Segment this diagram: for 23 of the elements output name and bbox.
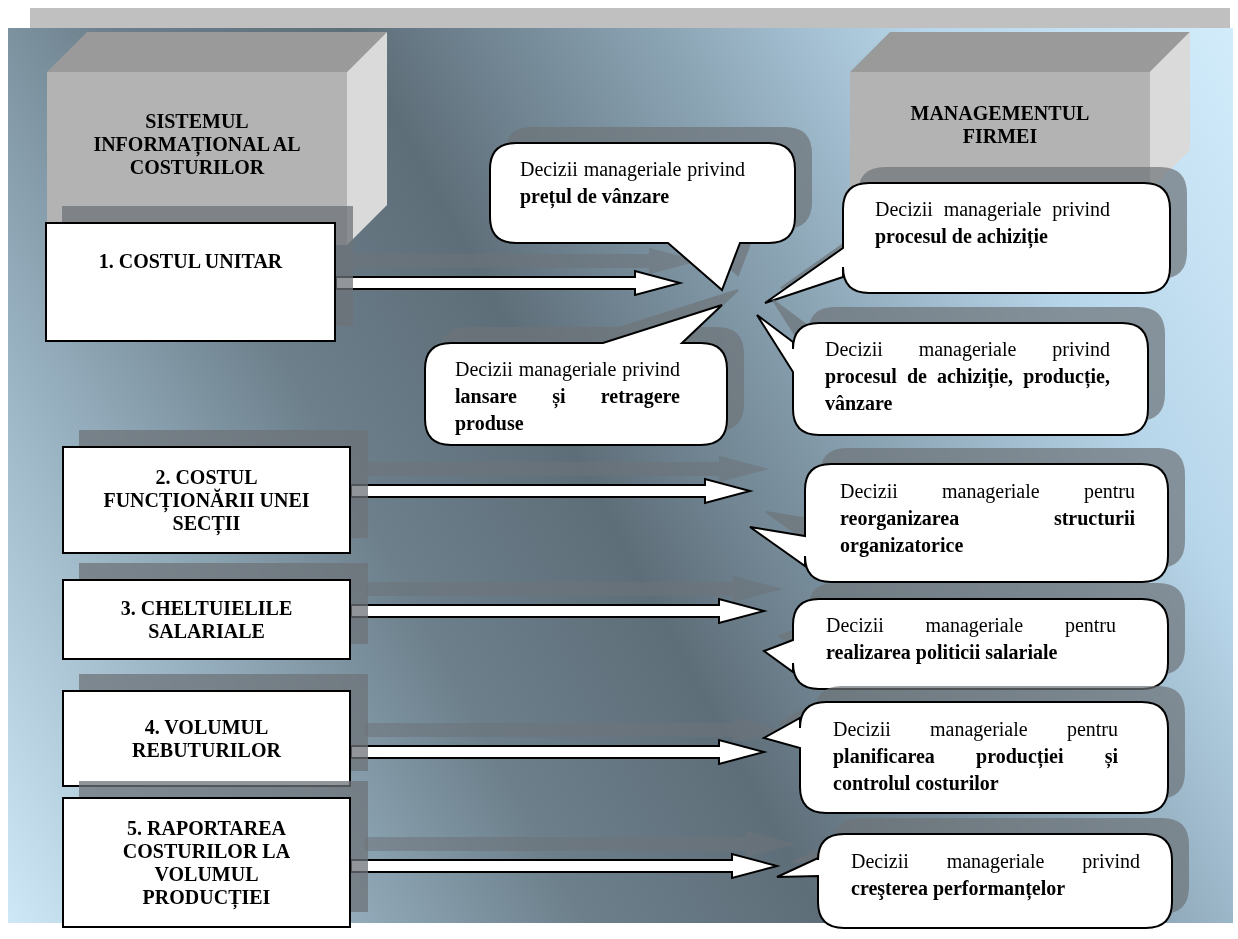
speech-bubble	[777, 834, 1172, 928]
decision-text: Decizii manageriale pentru reorganizarea structurii organizatorice	[840, 479, 1135, 559]
speech-bubble	[750, 464, 1168, 582]
decision-text: Decizii manageriale privind prețul de vânzare	[520, 157, 745, 210]
cost-label: 5. RAPORTAREA COSTURILOR LA VOLUMUL PRODUCȚIEI	[121, 816, 292, 909]
cost-label: 1. COSTUL UNITAR	[98, 250, 283, 273]
speech-bubble	[425, 305, 727, 445]
header-title: MANAGEMENTUL FIRMEI	[909, 102, 1091, 148]
cost-label: 4. VOLUMUL REBUTURILOR	[131, 715, 282, 762]
speech-bubble	[490, 143, 795, 290]
decision-text: Decizii manageriale privind lansare și retragere produse	[455, 357, 680, 437]
speech-bubble	[764, 599, 1168, 689]
decision-text: Decizii manageriale privind procesul de achiziție, producție, vânzare	[825, 337, 1110, 416]
decision-text: Decizii manageriale privind creşterea performanțelor	[851, 849, 1140, 902]
speech-bubble	[764, 702, 1168, 813]
cost-label: 2. COSTUL FUNCȚIONĂRII UNEI SECȚII	[102, 465, 311, 535]
decision-text: Decizii manageriale privind procesul de achiziție	[875, 197, 1110, 250]
speech-bubble	[765, 183, 1170, 303]
decision-text: Decizii manageriale pentru planificarea producției și controlul costurilor	[833, 717, 1118, 796]
speech-bubble	[757, 315, 1148, 435]
decision-text: Decizii manageriale pentru realizarea politicii salariale	[826, 613, 1116, 666]
header-title: SISTEMUL INFORMAȚIONAL AL COSTURILOR	[92, 110, 302, 179]
cost-label: 3. CHELTUIELILE SALARIALE	[119, 596, 294, 643]
